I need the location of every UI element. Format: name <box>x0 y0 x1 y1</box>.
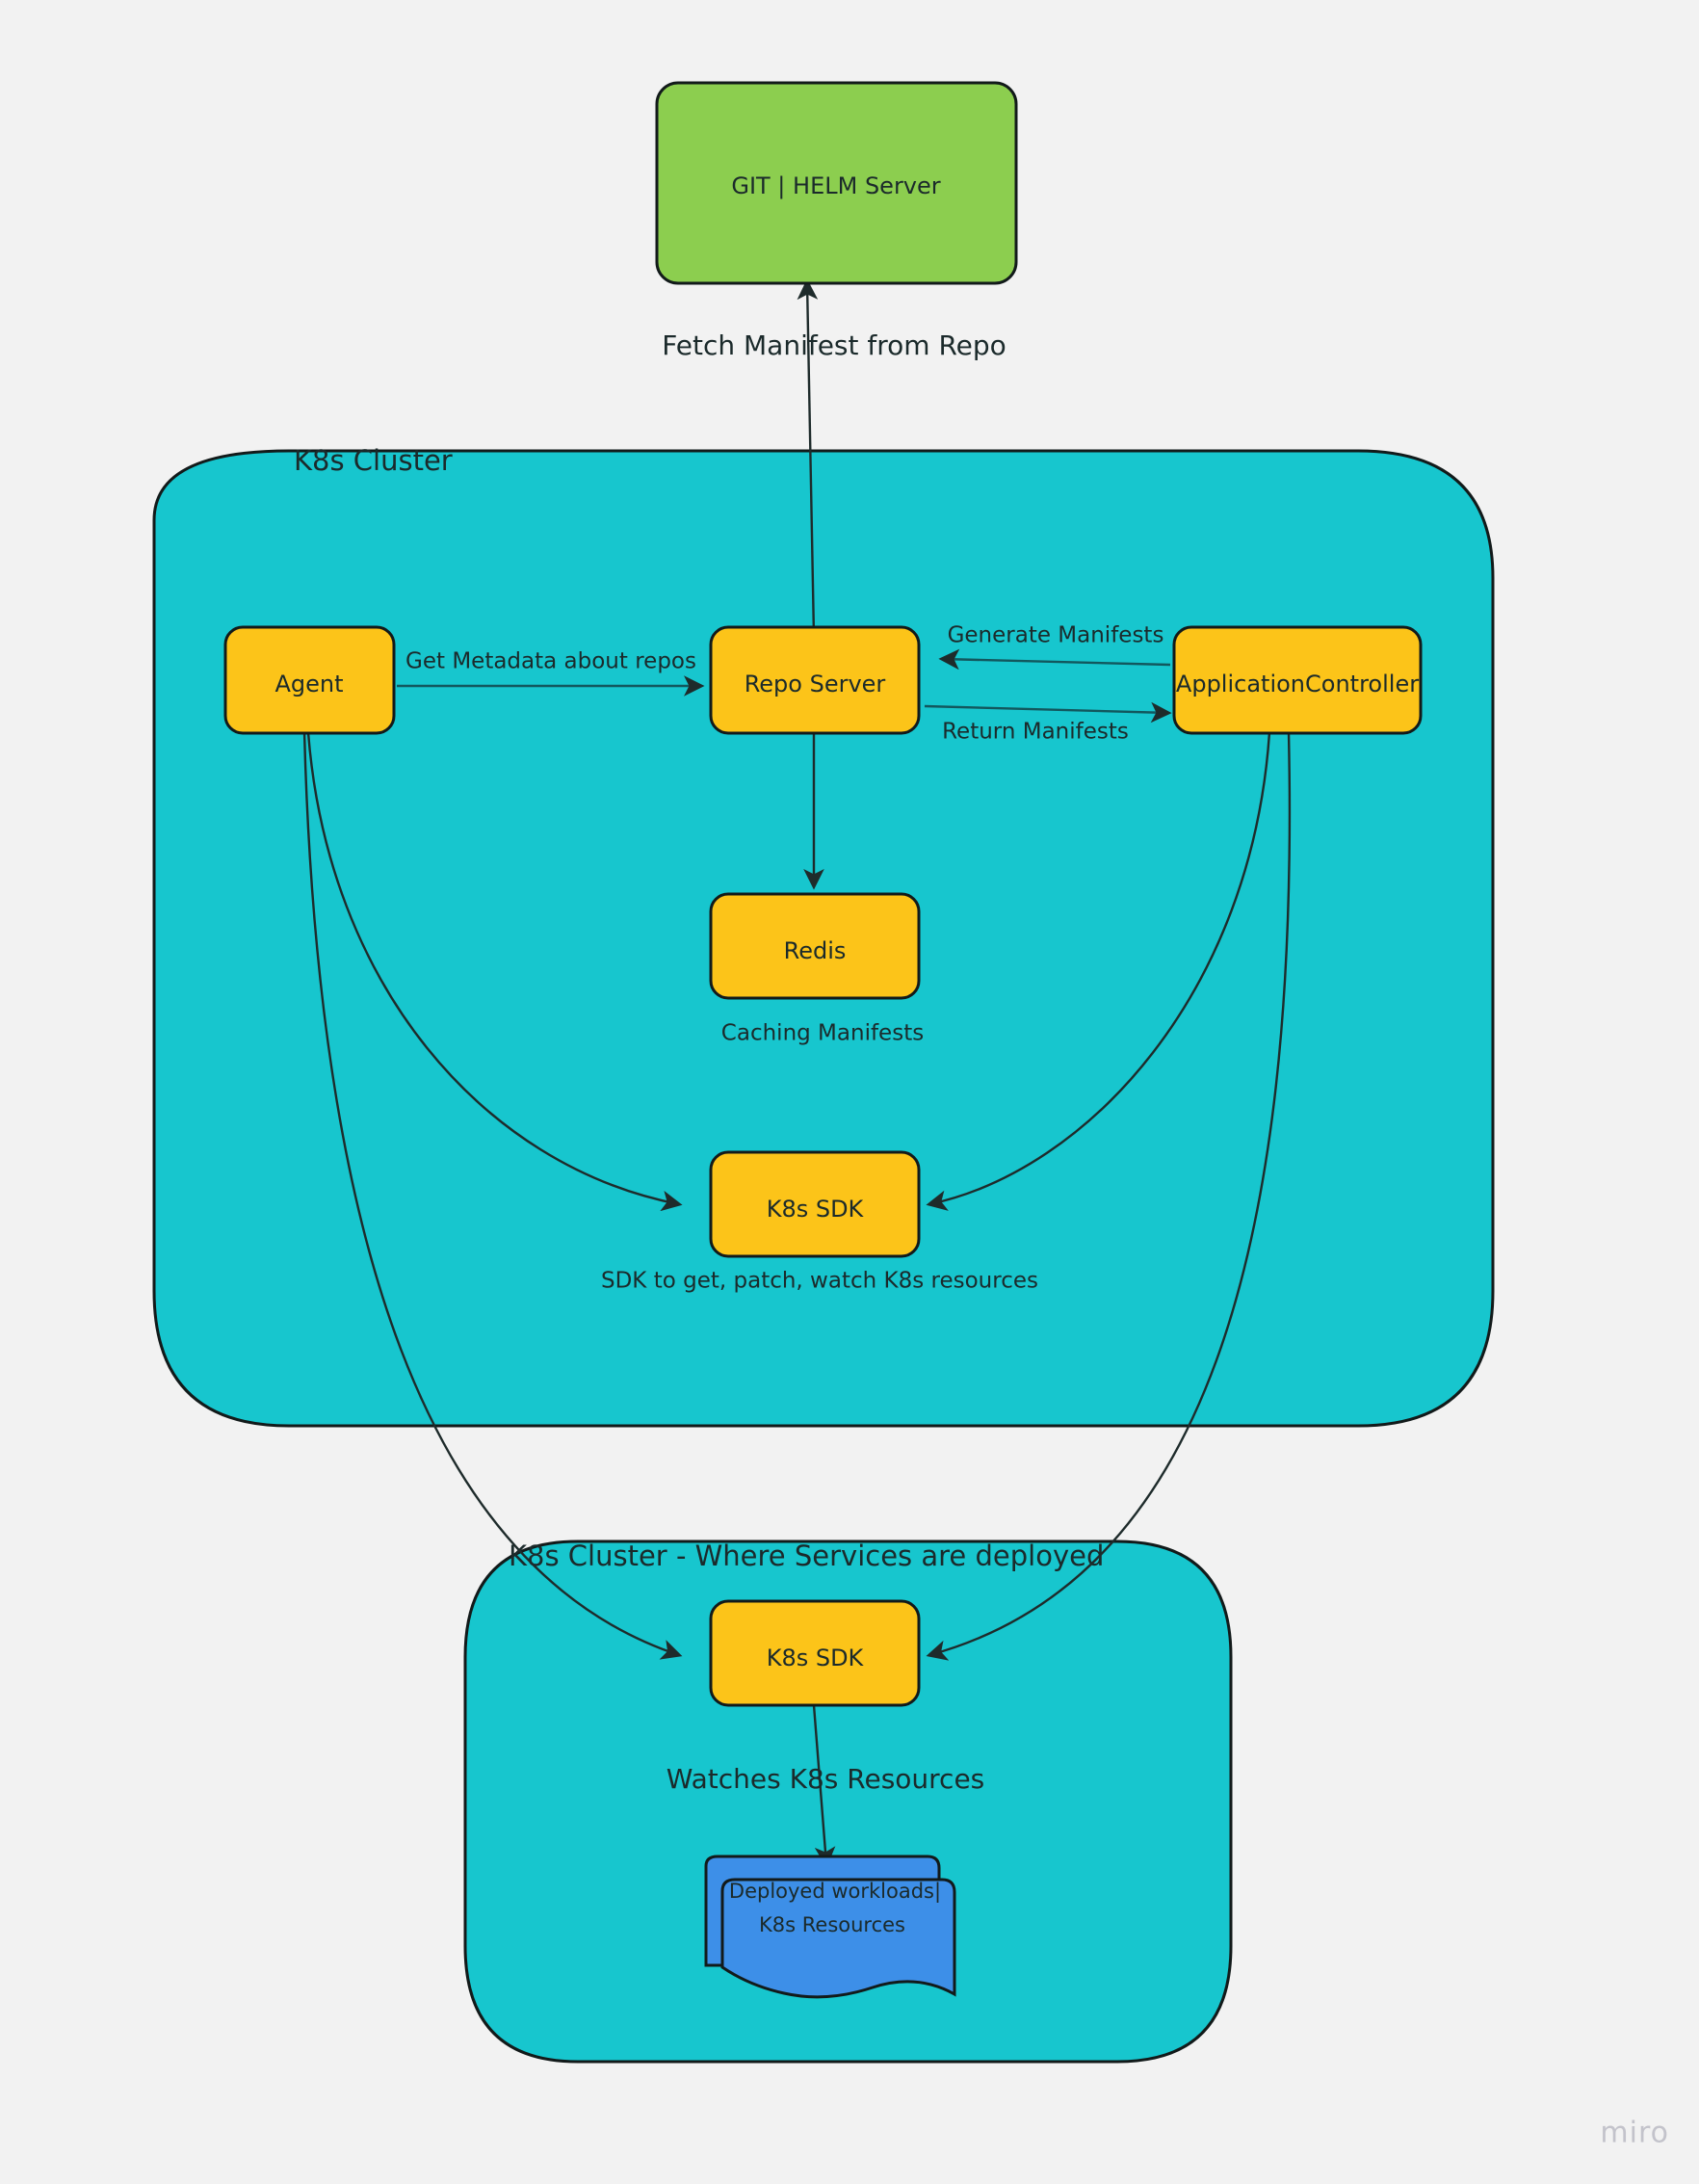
node-git-helm-server[interactable]: GIT | HELM Server <box>655 81 1018 285</box>
redis-caption: Caching Manifests <box>721 1021 924 1046</box>
node-deployed-workloads-line2: K8s Resources <box>759 1913 905 1936</box>
edge-agent-to-sdk-lower <box>302 731 683 1660</box>
cluster-upper-title: K8s Cluster <box>294 444 453 477</box>
edge-repo-to-appctrl: Return Manifests <box>924 701 1172 745</box>
node-k8s-sdk-upper-label: K8s SDK <box>767 1196 865 1223</box>
edge-agent-to-repo: Get Metadata about repos <box>397 649 705 697</box>
node-k8s-sdk-lower[interactable]: K8s SDK <box>709 1599 921 1707</box>
edge-appctrl-to-sdk-lower <box>926 731 1292 1661</box>
node-application-controller[interactable]: ApplicationController <box>1172 625 1423 735</box>
edge-agent-to-sdk-upper <box>306 731 683 1212</box>
miro-watermark: miro <box>1600 2117 1669 2150</box>
node-redis[interactable]: Redis Caching Manifests <box>709 892 924 1046</box>
node-k8s-sdk-lower-label: K8s SDK <box>767 1645 865 1671</box>
node-deployed-workloads[interactable]: Deployed workloads| K8s Resources <box>704 1855 956 1999</box>
cluster-lower[interactable]: K8s Cluster - Where Services are deploye… <box>463 1539 1233 2064</box>
edge-appctrl-to-repo: Generate Manifests <box>938 623 1171 671</box>
node-application-controller-label: ApplicationController <box>1176 671 1419 697</box>
node-redis-label: Redis <box>784 937 847 964</box>
node-deployed-workloads-line1: Deployed workloads| <box>729 1880 941 1904</box>
edge-sdk-to-workloads: Watches K8s Resources <box>667 1704 985 1868</box>
edge-label-get-metadata: Get Metadata about repos <box>405 649 696 674</box>
node-repo-server-label: Repo Server <box>745 671 886 697</box>
k8s-sdk-upper-caption: SDK to get, patch, watch K8s resources <box>601 1269 1038 1294</box>
node-agent[interactable]: Agent <box>223 625 396 735</box>
edge-label-watches-resources: Watches K8s Resources <box>667 1763 985 1795</box>
cluster-lower-title: K8s Cluster - Where Services are deploye… <box>509 1539 1104 1572</box>
edge-appctrl-to-sdk-upper <box>926 731 1271 1211</box>
edge-label-fetch-manifest: Fetch Manifest from Repo <box>662 329 1006 361</box>
edge-label-return-manifests: Return Manifests <box>942 720 1129 745</box>
node-repo-server[interactable]: Repo Server <box>709 625 921 735</box>
node-k8s-sdk-upper[interactable]: K8s SDK SDK to get, patch, watch K8s res… <box>601 1150 1038 1294</box>
node-agent-label: Agent <box>274 671 343 697</box>
node-git-helm-server-label: GIT | HELM Server <box>731 172 940 199</box>
edge-label-generate-manifests: Generate Manifests <box>948 623 1164 648</box>
edge-repo-to-git: Fetch Manifest from Repo <box>662 278 1006 637</box>
